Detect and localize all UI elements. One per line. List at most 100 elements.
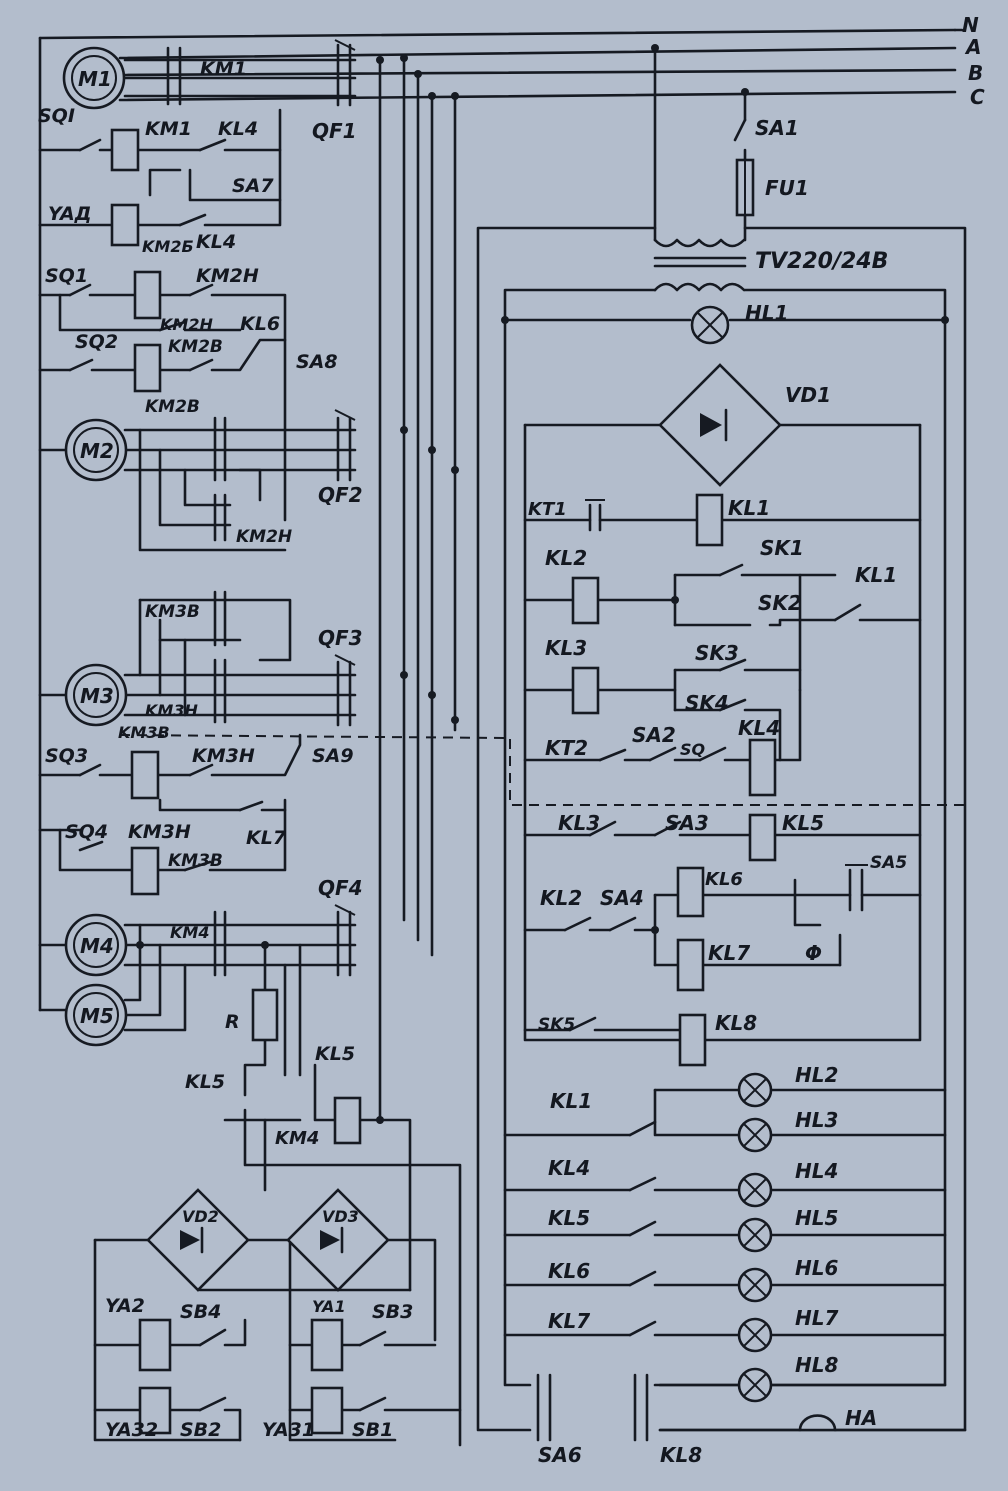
label-ya1: YA1 [312, 1297, 346, 1316]
contactor-km1 [166, 46, 182, 106]
label-sb2: SB2 [180, 1419, 221, 1441]
lamp-hl8 [737, 1367, 773, 1403]
left-labels: KM1 SQI KM1 KL4 SA7 YAД KM2Б KL4 SQ1 KM2… [38, 58, 413, 1441]
label-hl8: HL8 [795, 1353, 838, 1377]
label-kl4-b: KL4 [196, 231, 236, 253]
bus-label-a: A [964, 35, 981, 59]
label-tv: TV220/24B [755, 249, 888, 274]
label-km1-coil: KM1 [145, 118, 192, 140]
label-sb4: SB4 [180, 1301, 221, 1323]
motor-m4-label: M4 [80, 934, 114, 958]
label-kl5-a: KL5 [315, 1043, 355, 1065]
label-sa6: SA6 [538, 1443, 582, 1467]
resistor-r [251, 988, 279, 1042]
label-sa7: SA7 [232, 175, 274, 197]
label-hl6: HL6 [795, 1256, 838, 1280]
motor-m1: M1 [62, 46, 126, 110]
breaker-qf1-label: QF1 [312, 119, 357, 143]
contactor-km2 [213, 416, 227, 542]
bus-label-c: C [970, 85, 985, 109]
lamp-hl4 [737, 1172, 773, 1208]
coil-kl4 [748, 738, 777, 797]
label-hl4: HL4 [795, 1159, 838, 1183]
label-km3h-c: KM3H [128, 821, 191, 843]
label-ya31: YA31 [262, 1419, 315, 1441]
label-kl2-c: KL2 [540, 886, 582, 910]
bus-label-b: B [968, 61, 983, 85]
label-km2b-b: KM2B [168, 337, 223, 357]
coil-km2h [133, 270, 162, 320]
label-vd3: VD3 [322, 1207, 359, 1226]
label-ya32: YA32 [105, 1419, 158, 1441]
lamp-hl3 [737, 1117, 773, 1153]
label-km2b-c: KM2B [145, 397, 200, 417]
label-kl6-lamp: KL6 [548, 1259, 590, 1283]
label-sk5: SK5 [538, 1015, 575, 1035]
coil-kl1 [695, 493, 724, 547]
coil-km2b [133, 343, 162, 393]
coil-km3b [130, 846, 160, 896]
coil-ya2 [138, 1318, 172, 1372]
diode-bridge-vd1 [658, 363, 782, 487]
lamp-hl5 [737, 1217, 773, 1253]
label-kl2-coil: KL2 [545, 546, 587, 570]
label-sk1: SK1 [760, 536, 804, 560]
label-sb1: SB1 [352, 1419, 393, 1441]
label-km2b-a: KM2Б [142, 237, 194, 256]
label-kl1-c: KL1 [855, 563, 897, 587]
label-hl5: HL5 [795, 1206, 838, 1230]
label-kl4-lamp: KL4 [548, 1156, 590, 1180]
motor-m5-label: M5 [80, 1004, 114, 1028]
lamp-hl7 [737, 1317, 773, 1353]
label-km3h-a: KM3H [145, 701, 198, 720]
transformer-tv [653, 238, 747, 292]
label-km2h-b: KM2H [160, 315, 213, 334]
label-kl5-coil: KL5 [782, 811, 824, 835]
motor-m5: M5 [64, 983, 128, 1047]
breaker-qf2-label: QF2 [318, 483, 363, 507]
label-km3b-a: KM3B [145, 602, 200, 622]
label-kl7-a: KL7 [246, 827, 287, 849]
label-hl1: HL1 [745, 301, 788, 325]
label-yad: YAД [48, 203, 92, 225]
label-sa2: SA2 [632, 723, 676, 747]
label-sa1: SA1 [755, 116, 799, 140]
label-kl6-a: KL6 [240, 313, 280, 335]
coil-ya1 [310, 1318, 344, 1372]
label-sq2: SQ2 [75, 331, 118, 353]
bus-label-n: N [962, 13, 979, 37]
label-kl8-c: KL8 [660, 1443, 702, 1467]
label-kl8-coil: KL8 [715, 1011, 757, 1035]
breaker-qf3-label: QF3 [318, 626, 363, 650]
timer-kt1-contact [585, 499, 605, 532]
lamp-hl1 [690, 305, 730, 345]
lamp-hl2 [737, 1072, 773, 1108]
contact-kl8 [633, 1373, 649, 1442]
switch-sa5 [845, 864, 868, 912]
coil-kl6 [676, 866, 705, 918]
motor-m3-label: M3 [80, 684, 114, 708]
switch-sa6 [536, 1373, 552, 1442]
junctions-left [136, 54, 459, 1124]
label-sa3: SA3 [665, 811, 709, 835]
label-kl4-coil: KL4 [738, 716, 780, 740]
label-kl1-coil: KL1 [728, 496, 770, 520]
junctions-right [501, 44, 949, 934]
label-phi: Φ [805, 941, 822, 965]
label-kl7-lamp: KL7 [548, 1309, 590, 1333]
label-vd2: VD2 [182, 1207, 219, 1226]
label-sq1: SQ1 [45, 265, 88, 287]
label-km4-b: KM4 [275, 1128, 319, 1149]
right-labels: SA1 FU1 TV220/24B HL1 VD1 KT1 KL1 SK1 KL… [528, 116, 907, 1467]
label-r: R [225, 1011, 240, 1033]
right-wiring [476, 46, 967, 1432]
label-sk2: SK2 [758, 591, 802, 615]
coil-ya31 [310, 1386, 344, 1435]
label-sb3: SB3 [372, 1301, 413, 1323]
label-km3b-c: KM3B [168, 851, 223, 871]
label-sa4: SA4 [600, 886, 644, 910]
label-kl6-coil: KL6 [705, 869, 743, 890]
contactor-km4 [213, 910, 227, 977]
label-kl1-lamp: KL1 [550, 1089, 592, 1113]
